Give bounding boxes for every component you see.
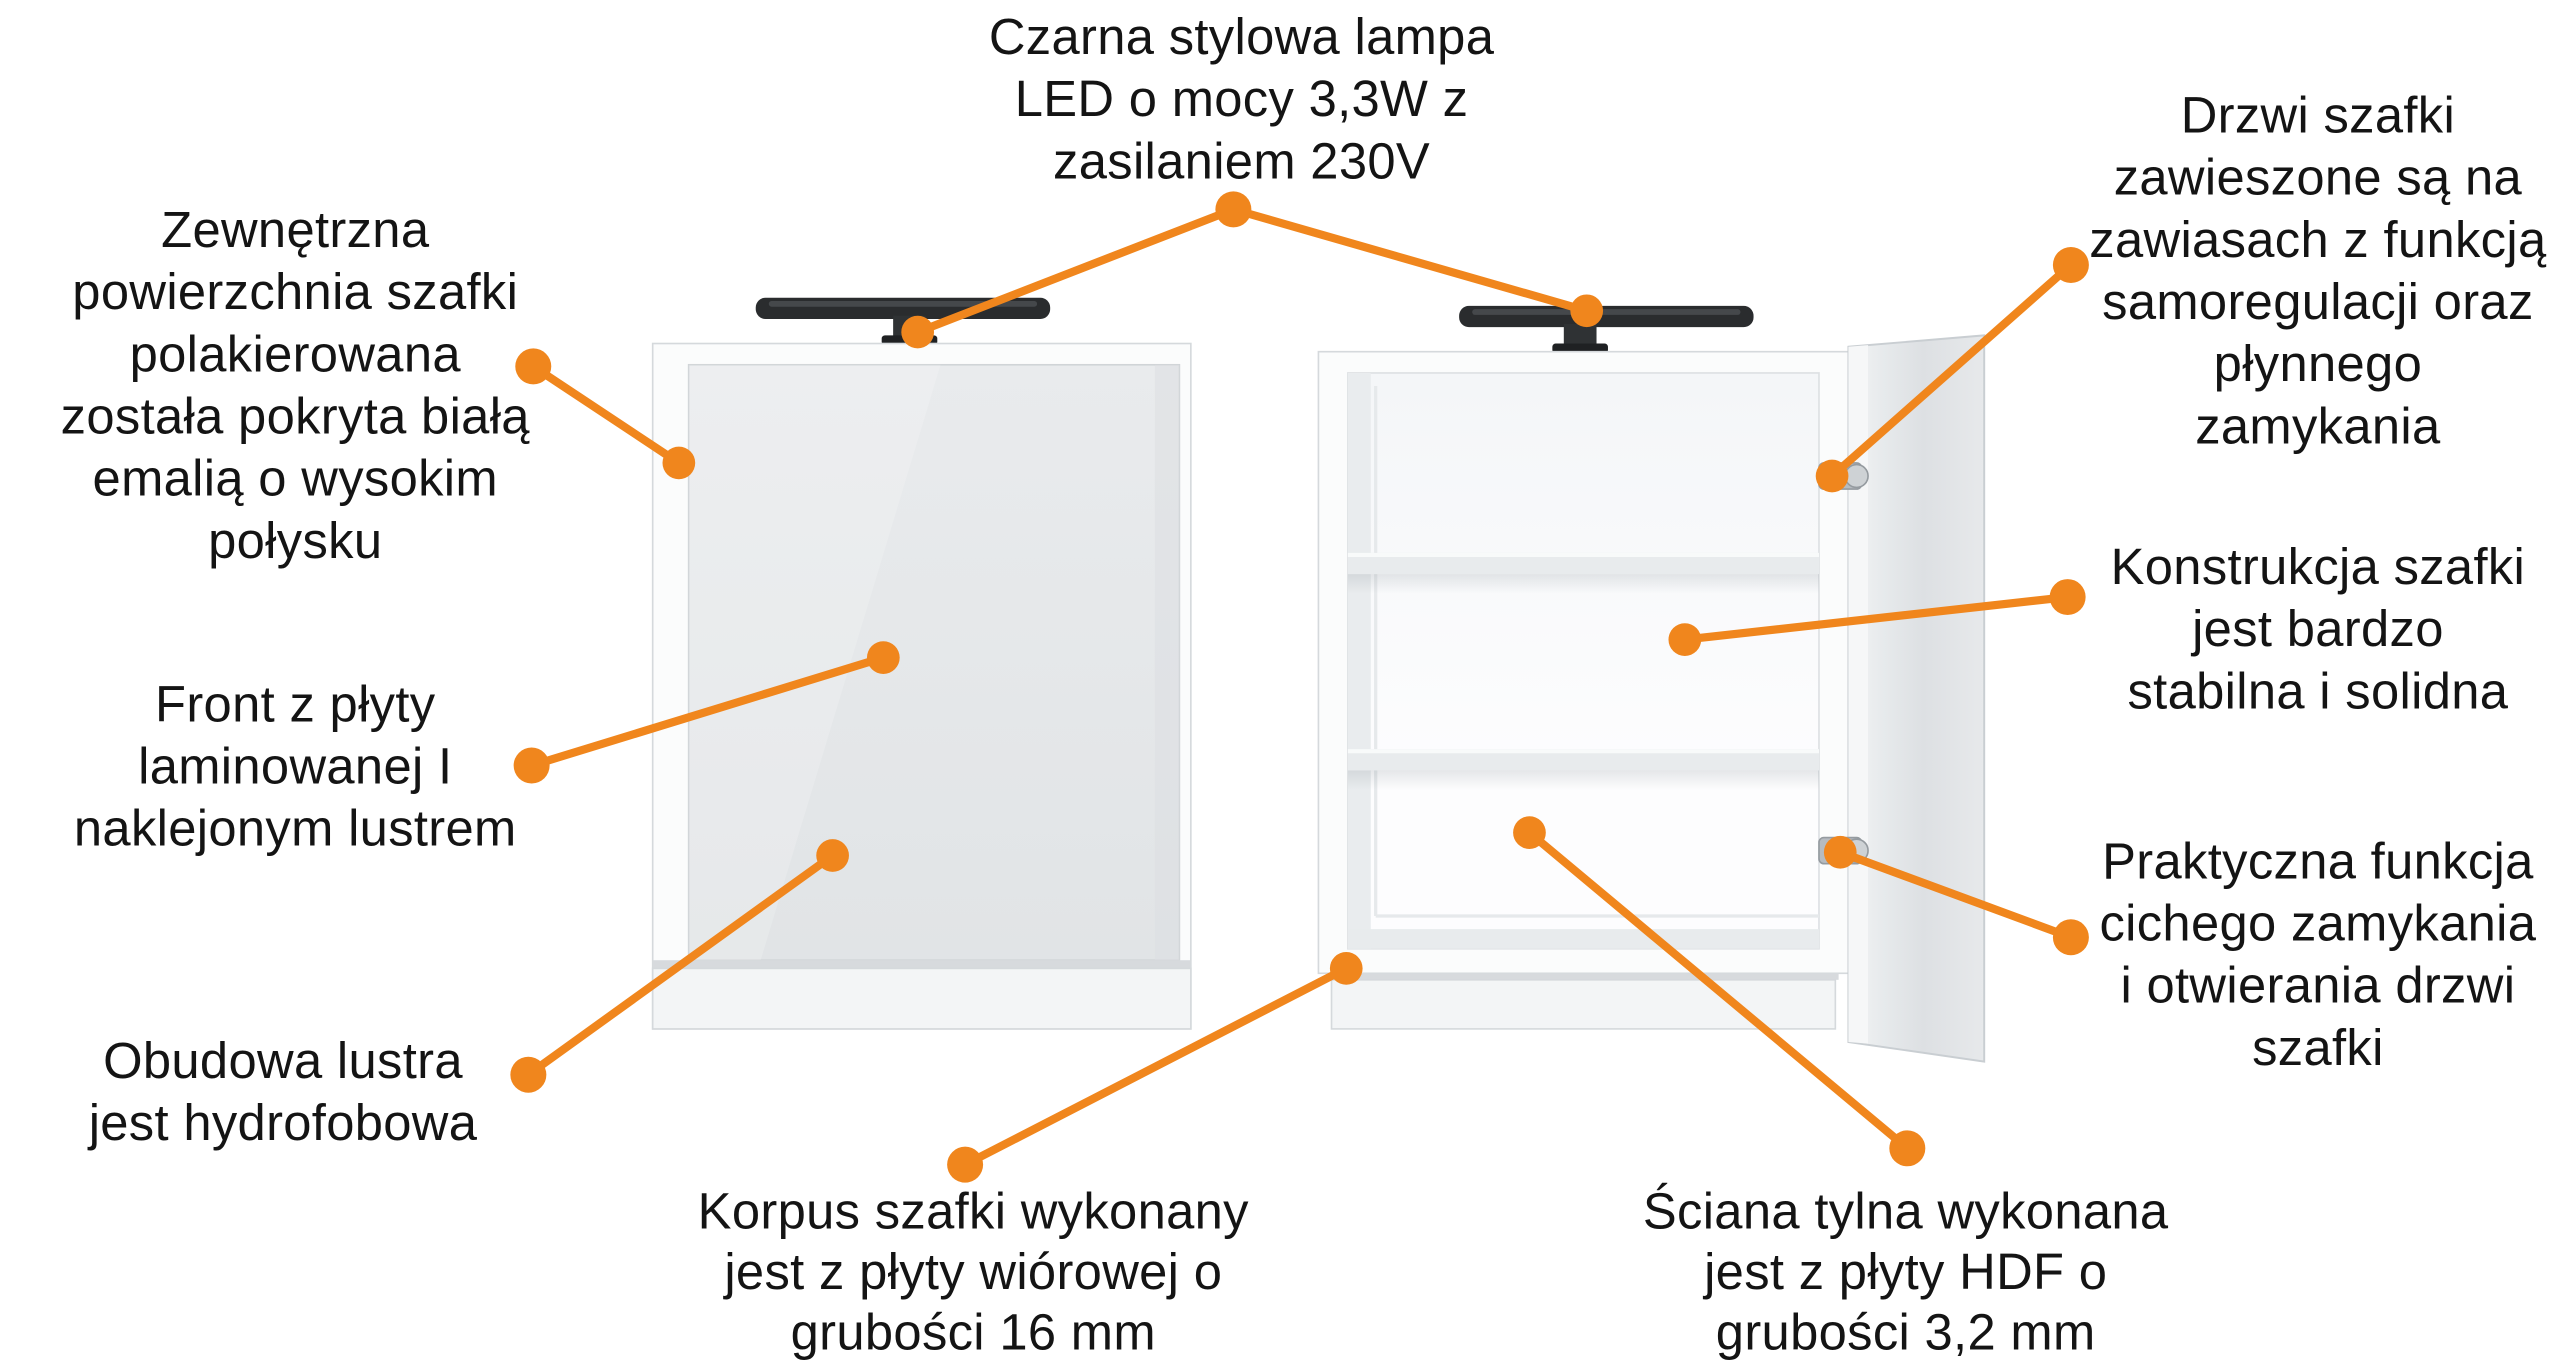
callout-line xyxy=(1836,848,2075,942)
cabinet-plinth xyxy=(651,967,1192,1030)
callout-dot xyxy=(1215,191,1252,228)
callout-dot xyxy=(2052,247,2089,283)
lamp-bar xyxy=(1459,305,1754,328)
callout-dot xyxy=(1513,816,1546,849)
callout-line xyxy=(1827,260,2075,481)
hinge-cup xyxy=(1844,463,1869,489)
cabinet-floor-edge xyxy=(1347,929,1819,949)
shelf-under-shadow xyxy=(1347,574,1819,594)
plinth-shadow xyxy=(652,960,1191,969)
led-lamp-icon xyxy=(1459,305,1754,354)
callout-dot xyxy=(662,446,696,480)
callout-line xyxy=(529,362,683,468)
shelf-front-edge xyxy=(1347,749,1819,771)
annotation-exterior: Zewnętrzna powierzchnia szafki polakiero… xyxy=(60,201,530,570)
annotation-mirror-housing: Obudowa lustra jest hydrofobowa xyxy=(88,1032,478,1152)
callout-dot xyxy=(2052,919,2089,956)
callout-dot xyxy=(513,747,550,784)
open-cabinet-illustration xyxy=(1317,305,1986,1063)
cabinet-interior xyxy=(1347,372,1820,950)
shelf-under-shadow xyxy=(1347,770,1819,791)
callout-line xyxy=(1525,828,1912,1153)
callout-dot xyxy=(1329,952,1363,985)
callout-dot xyxy=(515,348,552,385)
annotation-soft-close: Praktyczna funkcja cichego zamykania i o… xyxy=(2099,832,2537,1077)
annotation-door: Drzwi szafki zawieszone są na zawiasach … xyxy=(2089,86,2547,455)
annotation-front: Front z płyty laminowanej I naklejonym l… xyxy=(73,675,517,858)
callout-dot xyxy=(816,839,849,872)
plinth-shadow xyxy=(1328,973,1839,980)
annotation-construction: Konstrukcja szafki jest bardzo stabilna … xyxy=(2110,538,2526,720)
callout-dot xyxy=(1570,294,1604,328)
annotation-lamp: Czarna stylowa lampa LED o mocy 3,3W z z… xyxy=(988,8,1495,190)
callout-line xyxy=(1680,592,2072,644)
callout-line xyxy=(524,851,837,1079)
open-door xyxy=(1847,334,1986,1063)
callout-dot xyxy=(1668,623,1702,656)
callout-line xyxy=(961,964,1351,1169)
closed-cabinet-illustration xyxy=(651,297,1192,1030)
callout-dot xyxy=(947,1146,984,1183)
door-hinge-edge xyxy=(1848,345,1869,1044)
annotation-body: Korpus szafki wykonany jest z płyty wiór… xyxy=(697,1182,1249,1361)
callout-dot xyxy=(1823,835,1857,869)
shelf-top-highlight xyxy=(1347,552,1819,557)
lamp-bar-highlight xyxy=(1472,309,1741,315)
callout-dot xyxy=(2049,579,2086,616)
shelf-front-edge xyxy=(1347,552,1819,575)
shelf xyxy=(1347,552,1819,594)
interior-left-wall xyxy=(1347,372,1371,949)
callout-line xyxy=(1229,205,1591,315)
lamp-base xyxy=(1552,343,1608,354)
callout-dot xyxy=(1889,1130,1926,1167)
shelf xyxy=(1347,749,1819,791)
callout-line xyxy=(527,653,888,770)
callout-lines xyxy=(524,205,2075,1169)
callout-line xyxy=(913,205,1238,337)
mirror-edge-shade xyxy=(1154,364,1180,961)
mirror-sheen xyxy=(688,364,941,961)
callout-dot xyxy=(901,315,935,349)
annotation-back-wall: Ściana tylna wykonana jest z płyty HDF o… xyxy=(1642,1182,2169,1361)
mirror-front xyxy=(687,363,1181,962)
shelf-top-highlight xyxy=(1347,749,1819,754)
callout-dot xyxy=(866,641,900,674)
callout-dot xyxy=(1815,459,1849,493)
callout-dots xyxy=(510,191,2089,1183)
callout-dot xyxy=(510,1056,547,1093)
lamp-bar-highlight xyxy=(768,300,1038,307)
